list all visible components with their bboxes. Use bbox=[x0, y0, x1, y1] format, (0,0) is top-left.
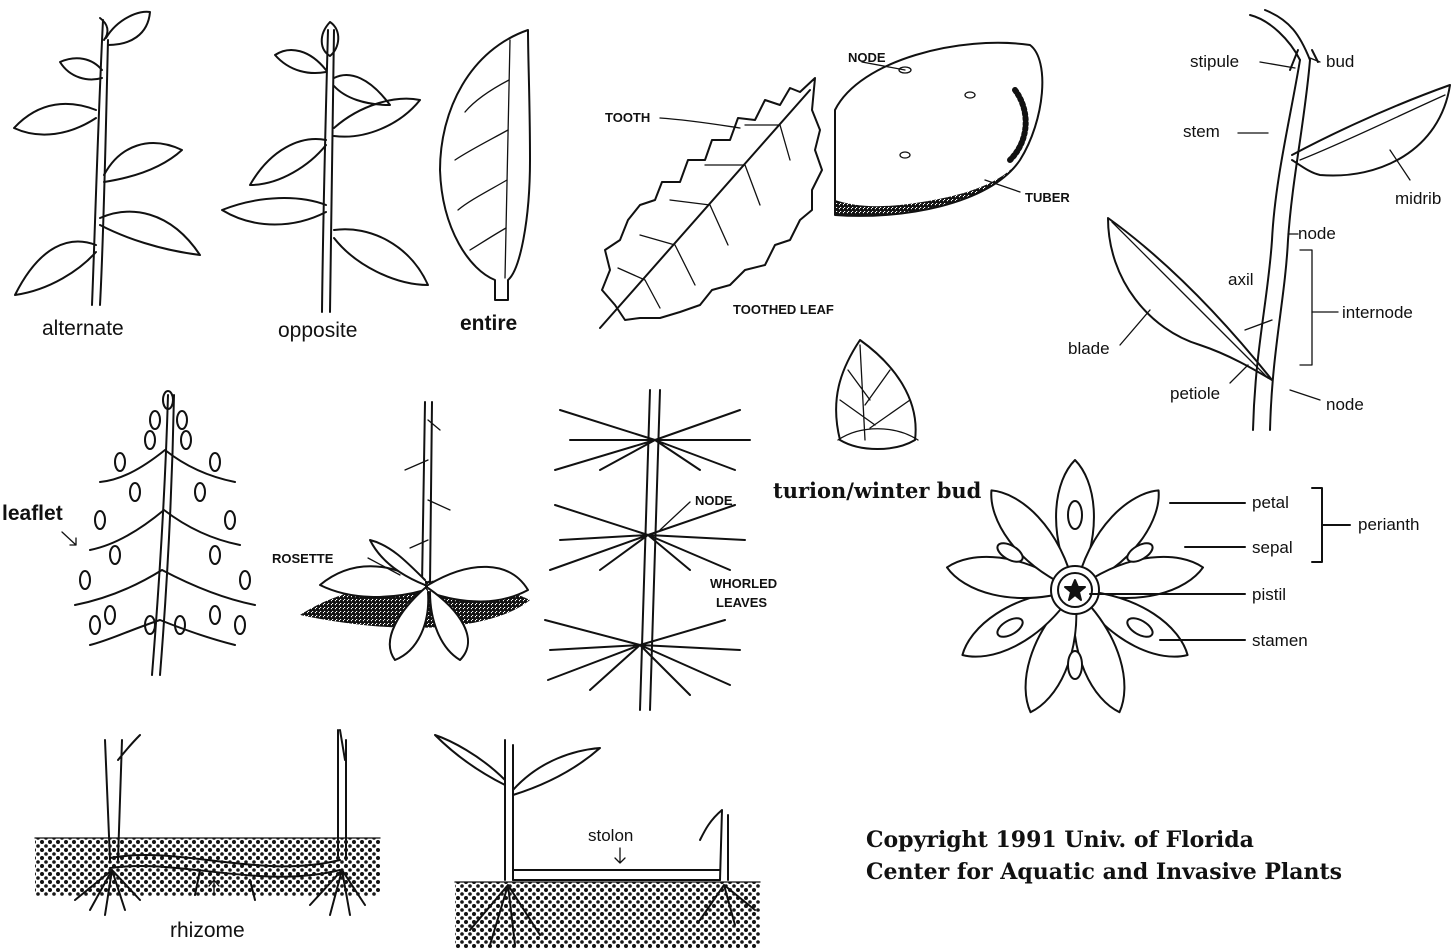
label-entire: entire bbox=[460, 313, 517, 334]
label-leaflet: leaflet bbox=[2, 503, 63, 524]
label-internode: internode bbox=[1342, 304, 1413, 321]
label-stem: stem bbox=[1183, 123, 1220, 140]
label-blade: blade bbox=[1068, 340, 1110, 357]
turion-drawing bbox=[836, 340, 918, 449]
rosette-drawing bbox=[300, 402, 530, 660]
tuber-drawing bbox=[835, 43, 1042, 216]
label-perianth: perianth bbox=[1358, 516, 1419, 533]
copyright-line-1: Copyright 1991 Univ. of Florida bbox=[866, 829, 1254, 851]
label-tuber-node: NODE bbox=[848, 51, 886, 64]
alternate-leaf-drawing bbox=[14, 12, 200, 305]
copyright-line-2: Center for Aquatic and Invasive Plants bbox=[866, 861, 1342, 883]
label-node-lower: node bbox=[1326, 396, 1364, 413]
label-tooth: TOOTH bbox=[605, 111, 650, 124]
label-toothed-leaf: TOOTHED LEAF bbox=[733, 303, 834, 316]
label-opposite: opposite bbox=[278, 320, 357, 341]
label-turion: turion/winter bud bbox=[773, 480, 981, 501]
label-stolon: stolon bbox=[588, 827, 633, 844]
label-bud: bud bbox=[1326, 53, 1354, 70]
entire-leaf-drawing bbox=[440, 30, 530, 300]
label-petal: petal bbox=[1252, 494, 1289, 511]
label-sepal: sepal bbox=[1252, 539, 1293, 556]
opposite-leaf-drawing bbox=[222, 22, 428, 312]
label-rhizome: rhizome bbox=[170, 920, 245, 941]
label-leaves: LEAVES bbox=[716, 596, 767, 609]
label-whorled: WHORLED bbox=[710, 577, 777, 590]
label-rosette: ROSETTE bbox=[272, 552, 333, 565]
flower-drawing bbox=[944, 460, 1350, 719]
label-stipule: stipule bbox=[1190, 53, 1239, 70]
label-stamen: stamen bbox=[1252, 632, 1308, 649]
label-petiole: petiole bbox=[1170, 385, 1220, 402]
label-tuber: TUBER bbox=[1025, 191, 1070, 204]
leaflet-drawing bbox=[62, 391, 255, 675]
whorled-leaves-drawing bbox=[545, 390, 750, 710]
label-midrib: midrib bbox=[1395, 190, 1441, 207]
label-pistil: pistil bbox=[1252, 586, 1286, 603]
label-whorl-node: NODE bbox=[695, 494, 733, 507]
rhizome-drawing bbox=[35, 730, 380, 915]
label-alternate: alternate bbox=[42, 318, 124, 339]
label-axil: axil bbox=[1228, 271, 1254, 288]
label-node-upper: node bbox=[1298, 225, 1336, 242]
stem-anatomy-drawing bbox=[1108, 10, 1450, 430]
